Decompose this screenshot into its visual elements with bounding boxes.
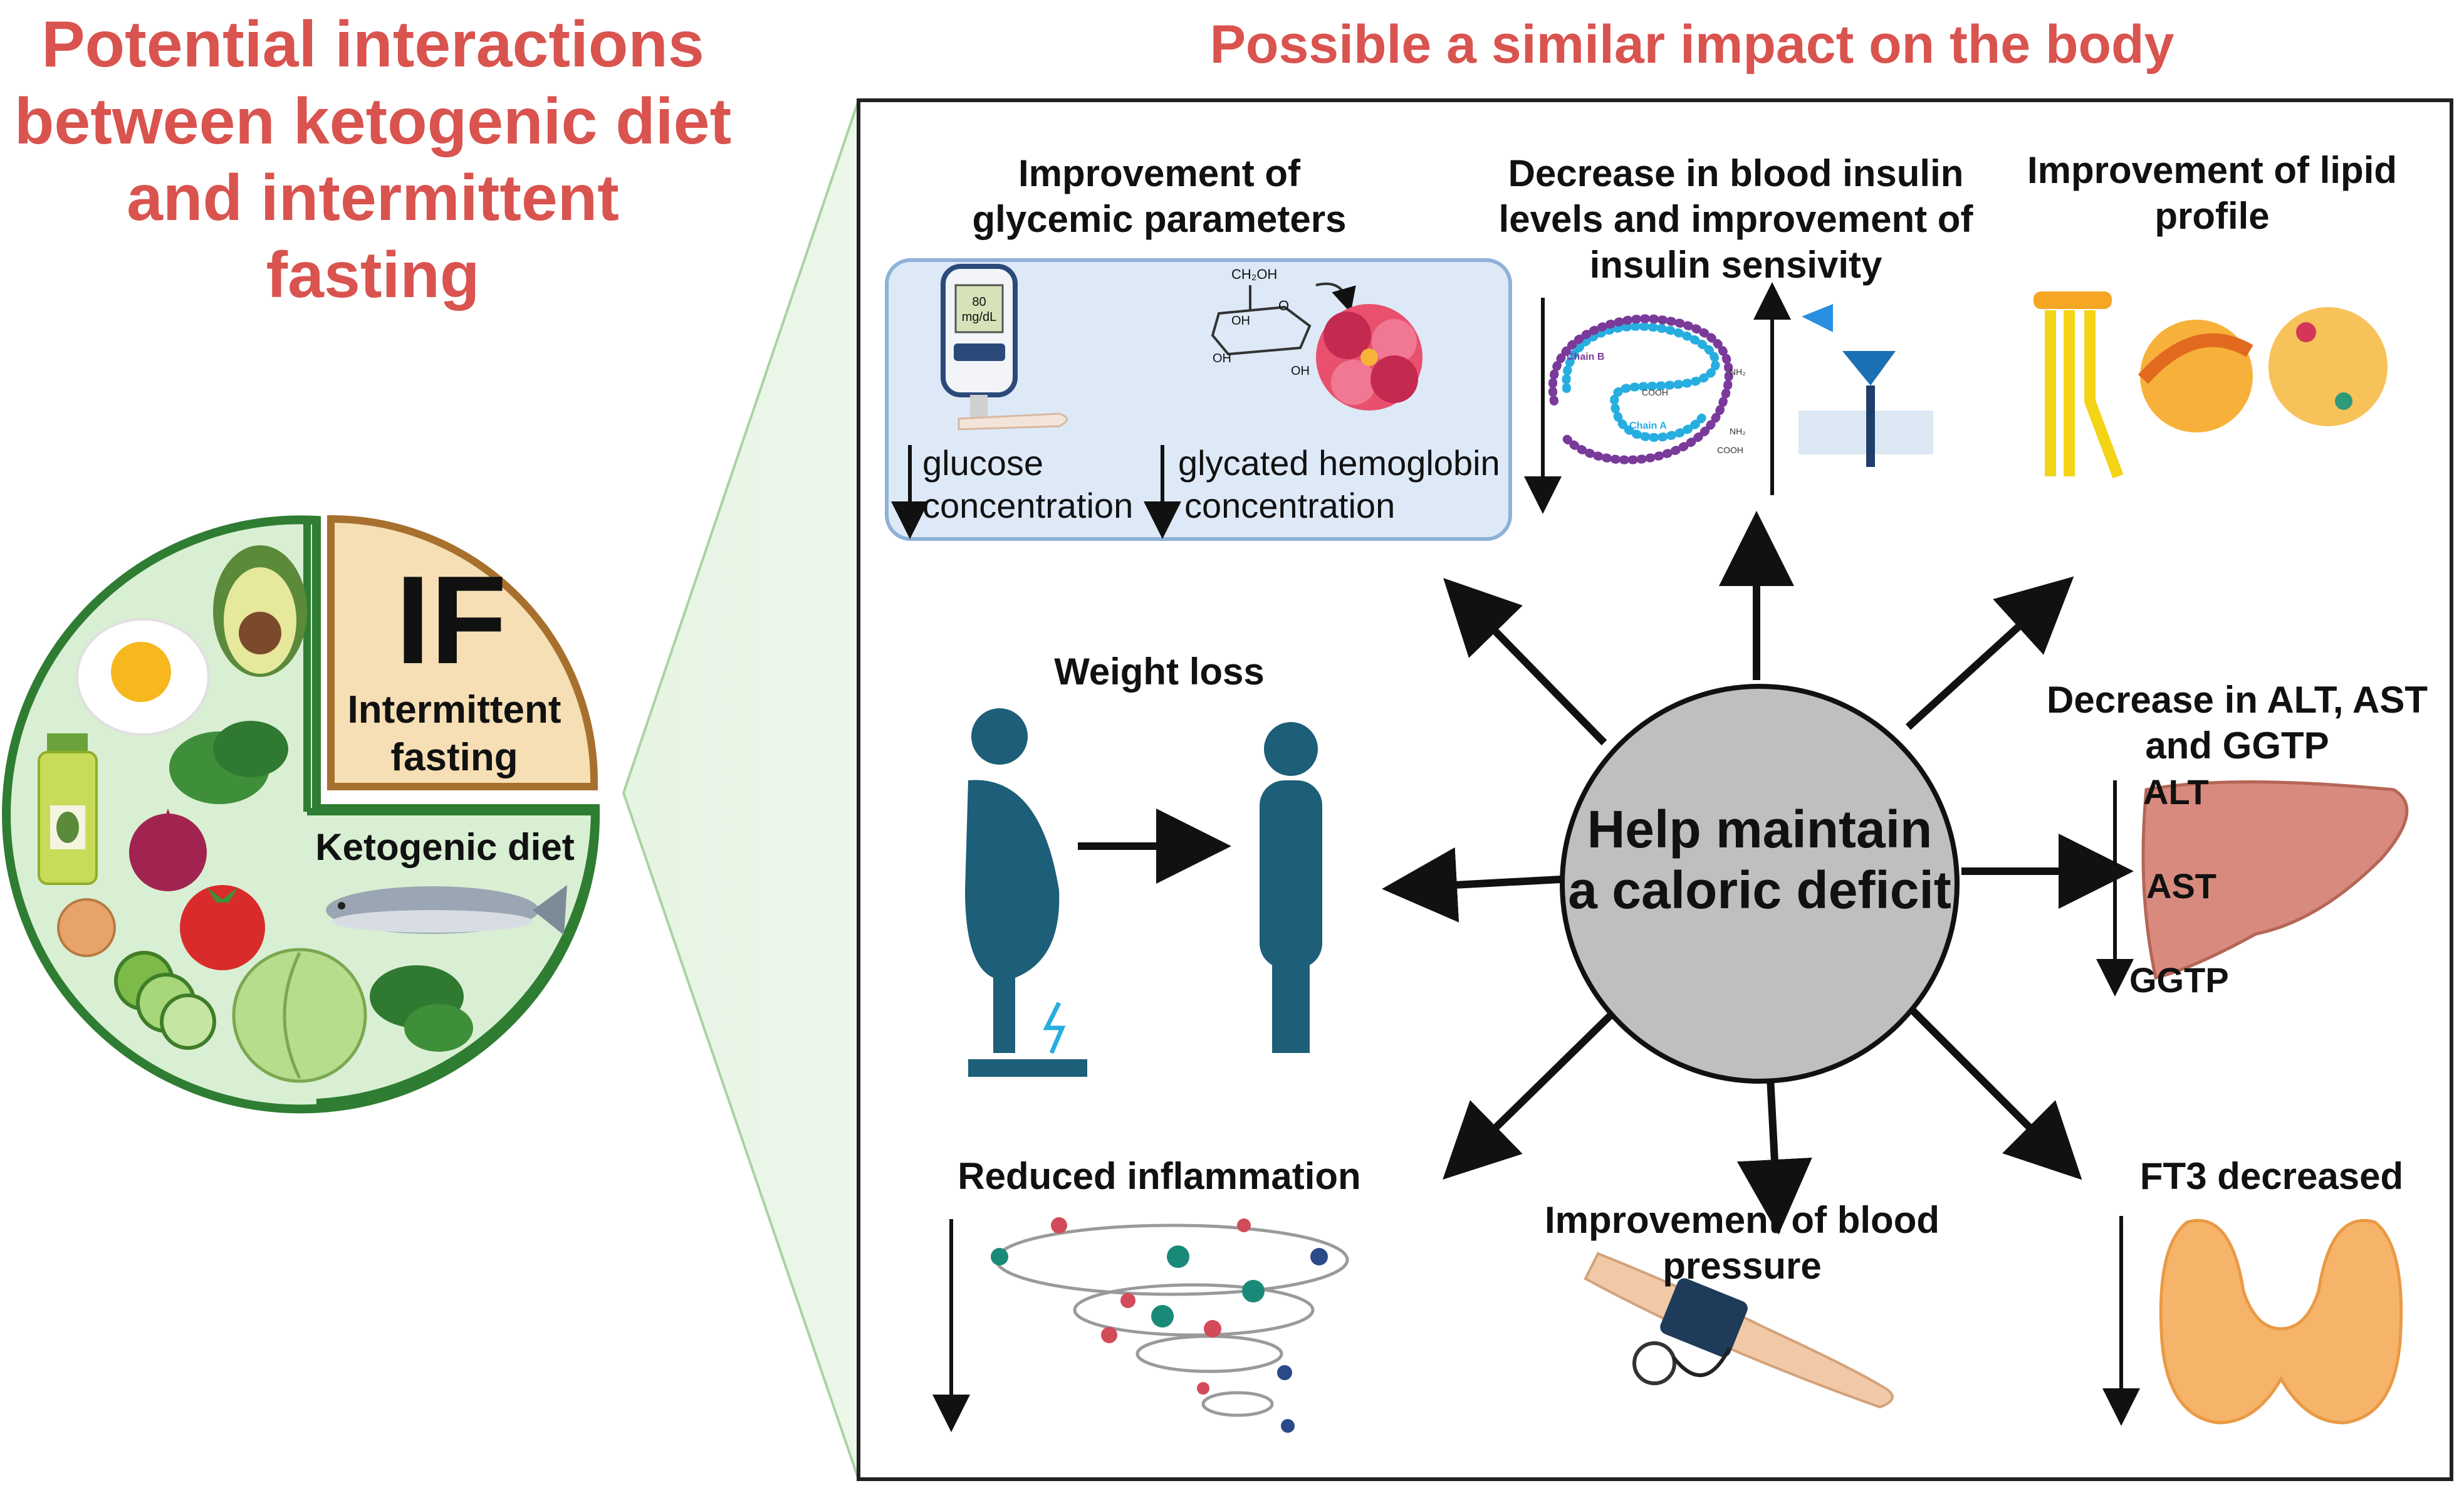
if-label-line-2: fasting [390,735,518,779]
left-title-line-1: Potential interactions [41,8,704,81]
glucose-label-line-1: glucose [922,443,1044,483]
inflammation-dots-icon [991,1217,1328,1433]
cooh-label-1: COOH [1642,387,1668,397]
insulin-receptor-icon [1798,304,1933,467]
keto-label: Ketogenic diet [315,826,575,868]
insulin-title-line-1: Decrease in blood insulin [1508,152,1964,194]
arrow-down-left [1443,1009,1617,1180]
liver-title-line-2: and GGTP [2145,725,2329,767]
glycemic-title-line-2: glycemic parameters [972,198,1347,241]
hb-label: glycated hemoglobin concentration [1178,442,1500,528]
liver-icon [2141,780,2409,980]
meter-reading-value: 80 [972,295,986,309]
center-text-line-2: a caloric deficit [1568,861,1951,920]
left-title-line-3: and intermittent fasting [127,162,619,312]
hb-label-line-2: concentration [1184,486,1396,526]
chem-o: O [1278,298,1290,313]
fish-icon [326,885,567,935]
right-title: Possible a similar impact on the body [1209,14,2174,75]
glycemic-title-line-1: Improvement of [1018,152,1301,194]
cooh-label-2: COOH [1717,445,1743,455]
slim-person-icon [1260,722,1322,1053]
blood-pressure-arm-icon [1584,1252,1894,1409]
intermittent-fasting-segment [327,515,598,790]
insulin-title-line-3: insulin sensivity [1589,244,1882,286]
if-abbreviation: IF [395,550,507,690]
insulin-title-line-2: levels and improvement of [1498,198,1973,241]
overweight-person-icon [965,708,1087,1077]
nh2-label-1: NH₂ [1730,367,1746,377]
center-hub [1382,511,2134,1235]
lipid-title-line-1: Improvement of lipid [2027,149,2398,191]
food-plate [2,515,600,1114]
tomato-icon [180,885,265,970]
weight-loss-title: Weight loss [1054,651,1265,693]
scale-spark-icon [1043,1002,1066,1054]
blood-pressure-title: Improvement of blood pressure [1523,1197,1961,1289]
meter-reading: 80 mg/dL [956,295,1003,325]
if-label-line-1: Intermittent [347,688,561,731]
insulin-molecule-icon [1548,314,1733,464]
glucose-meter-icon [941,264,1068,431]
avocado-icon [213,545,307,677]
hb-label-line-1: glycated hemoglobin [1178,443,1500,483]
oil-bottle-icon [38,733,98,885]
blood-pressure-title-line-1: Improvement of blood [1545,1199,1939,1241]
glucose-label: glucose concentration [922,442,1133,528]
walnut-icon [57,898,116,957]
glucose-molecule-icon [1211,282,1356,356]
arrow-down-right [1908,1006,2082,1180]
alt-label: ALT [2143,772,2209,812]
hemoglobin-icon [1316,304,1423,411]
blood-pressure-title-line-2: pressure [1663,1245,1822,1287]
cabbage-icon [232,948,367,1083]
glucose-label-line-2: concentration [922,486,1134,526]
center-text: Help maintain a caloric deficit [1560,799,1959,921]
thyroid-title: FT3 decreased [2139,1155,2404,1197]
meter-reading-unit: mg/dL [961,310,997,324]
left-title: Potential interactions between ketogenic… [13,6,733,314]
center-text-line-1: Help maintain [1587,800,1933,859]
chem-oh-3: OH [1291,364,1310,378]
left-title-line-2: between ketogenic diet [14,85,732,158]
thyroid-icon [2159,1218,2403,1425]
arrow-left [1382,847,1561,923]
nh2-label-2: NH₂ [1730,426,1746,436]
liver-title-line-1: Decrease in ALT, AST [2047,679,2428,721]
greens-icon [370,965,473,1052]
arrow-up-right [1905,576,2074,730]
chem-ch2oh: CH₂OH [1231,266,1278,282]
if-label: Intermittent fasting [335,686,573,781]
ggtp-label: GGTP [2129,960,2229,1000]
arrow-up-left [1443,578,1607,746]
spinach-icon [169,721,288,804]
lipid-title-line-2: profile [2154,195,2270,238]
cucumber-icon [114,951,216,1050]
liver-title: Decrease in ALT, AST and GGTP [2024,677,2450,768]
insulin-title: Decrease in blood insulin levels and imp… [1466,150,2005,288]
chem-oh-1: OH [1231,314,1250,328]
chain-b-label: Chain B [1567,352,1605,362]
chain-a-label: Chain A [1629,421,1667,431]
ast-label: AST [2146,866,2216,906]
chem-oh-2: OH [1213,352,1231,365]
egg-icon [76,618,210,736]
lipid-title: Improvement of lipid profile [2005,147,2419,239]
caloric-deficit-circle [1560,684,1960,1084]
glycemic-title: Improvement of glycemic parameters [940,150,1379,242]
arrow-down [1736,1077,1812,1235]
inflammation-title: Reduced inflammation [958,1155,1361,1197]
onion-icon [129,809,207,891]
lipid-icons [2033,291,2388,479]
